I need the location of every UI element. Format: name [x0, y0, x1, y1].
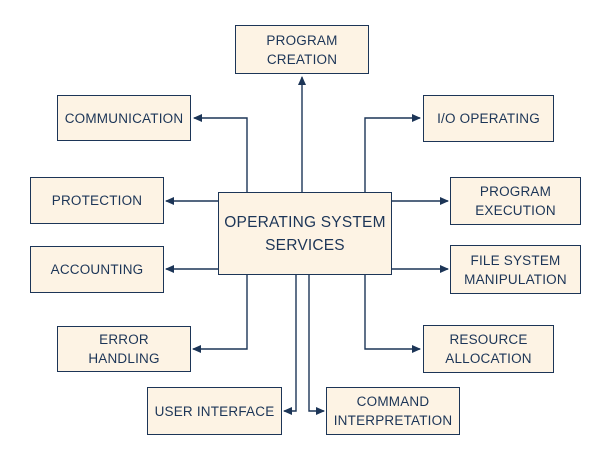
node-error-handling: ERROR HANDLING: [57, 326, 191, 372]
program-execution-label: PROGRAM EXECUTION: [475, 184, 556, 218]
accounting-label: ACCOUNTING: [50, 262, 144, 277]
connector-resource-allocation: [364, 275, 421, 353]
node-program-creation: PROGRAM CREATION: [235, 25, 369, 74]
center-label: OPERATING SYSTEM SERVICES: [224, 213, 386, 254]
connector-user-interface: [283, 275, 297, 415]
node-protection: PROTECTION: [30, 177, 164, 224]
node-program-execution: PROGRAM EXECUTION: [450, 177, 581, 225]
protection-label: PROTECTION: [51, 193, 143, 208]
node-operating-system-services: OPERATING SYSTEM SERVICES: [218, 192, 392, 275]
node-accounting: ACCOUNTING: [30, 246, 164, 293]
error-handling-label: ERROR HANDLING: [88, 332, 160, 366]
connector-communication: [193, 114, 248, 192]
file-system-manipulation-label: FILE SYSTEM MANIPULATION: [464, 252, 567, 287]
connector-error-handling: [192, 275, 248, 353]
node-command-interpretation: COMMAND INTERPRETATION: [326, 387, 460, 435]
user-interface-label: USER INTERFACE: [154, 403, 275, 419]
command-interpretation-label: COMMAND INTERPRETATION: [333, 394, 453, 428]
connector-io-operating: [364, 114, 421, 192]
node-file-system-manipulation: FILE SYSTEM MANIPULATION: [450, 245, 581, 294]
node-resource-allocation: RESOURCE ALLOCATION: [423, 325, 554, 373]
node-io-operating: I/O OPERATING: [423, 95, 554, 142]
communication-label: COMMUNICATION: [64, 110, 184, 126]
program-creation-label: PROGRAM CREATION: [266, 32, 338, 67]
node-communication: COMMUNICATION: [57, 95, 191, 141]
resource-allocation-label: RESOURCE ALLOCATION: [445, 332, 532, 366]
io-operating-label: I/O OPERATING: [437, 111, 540, 126]
node-user-interface: USER INTERFACE: [147, 387, 282, 435]
connector-command-interpretation: [308, 275, 325, 415]
